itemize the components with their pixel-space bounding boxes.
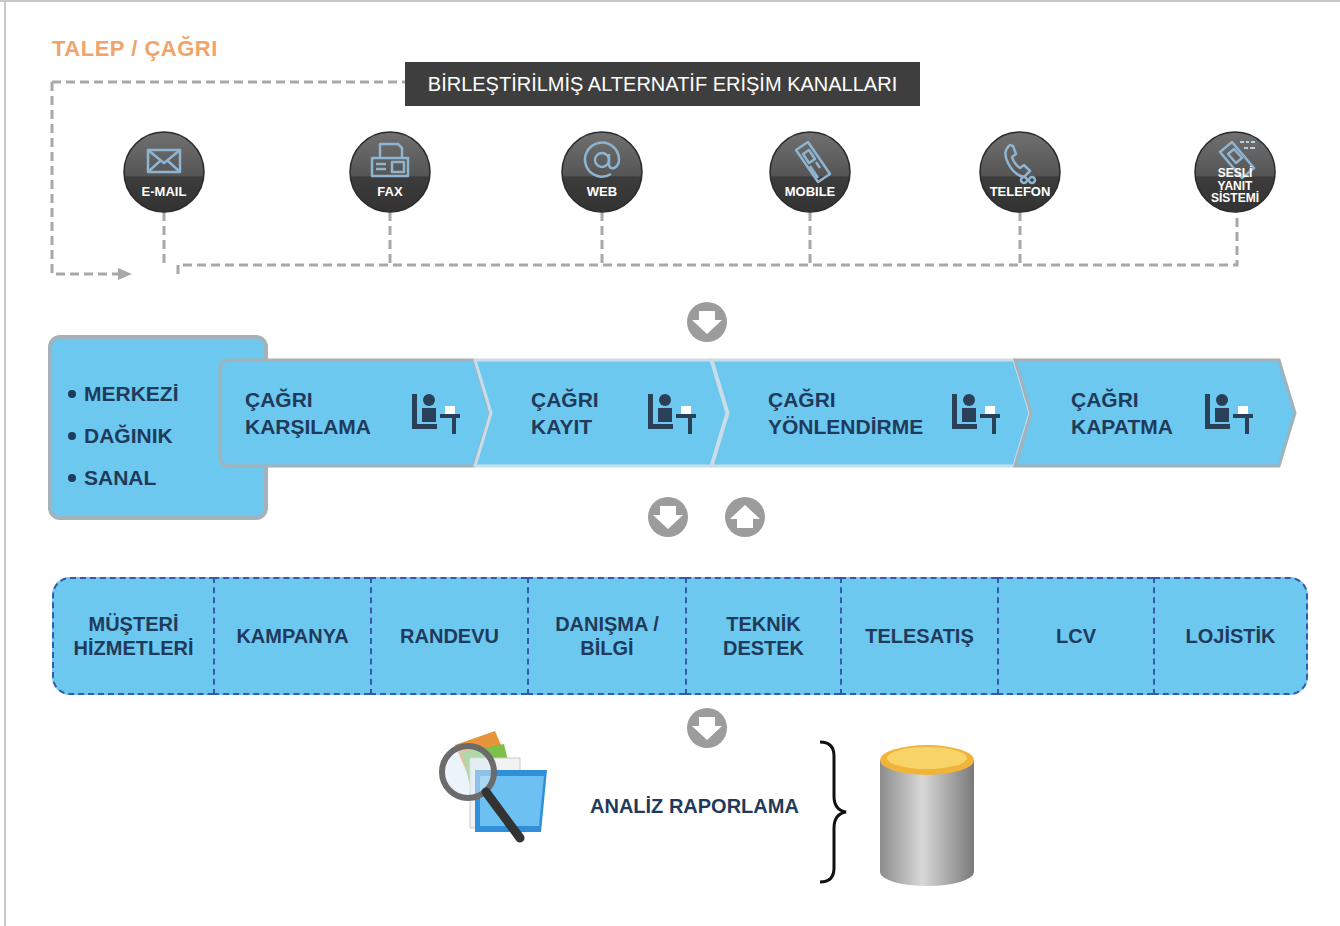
channel-circle: WEB: [561, 131, 643, 213]
bracket: [820, 742, 846, 882]
mobile-icon: [796, 142, 830, 182]
agent-icons: [412, 394, 1253, 434]
node-text: DANIŞMA / BİLGİ: [537, 612, 677, 660]
chevron-shape: [220, 360, 490, 466]
circle-shape: [979, 131, 1061, 213]
channel-circle: SESLİ YANIT SİSTEMİ: [1194, 131, 1276, 213]
process-chevron: ÇAĞRI KAPATMA: [1015, 360, 1295, 466]
email-icon: [148, 150, 180, 172]
node-text: TELESATIŞ: [865, 624, 974, 648]
node-text: FAX: [377, 185, 402, 199]
node-text: ÇAĞRI YÖNLENDİRME: [768, 386, 923, 441]
voice-response-icon: [1220, 142, 1255, 178]
channel-circle: E-MAIL: [123, 131, 205, 213]
flow-arrow: [648, 497, 688, 537]
service-cell: TELESATIŞ: [840, 577, 997, 695]
bullet-dot: [68, 474, 76, 482]
chevron-shape: [712, 360, 1030, 466]
folder-icon: [442, 731, 547, 838]
process-chevron: ÇAĞRI KAYIT: [475, 360, 727, 466]
service-cell: KAMPANYA: [213, 577, 370, 695]
node-text: RANDEVU: [400, 624, 499, 648]
node-text: KAMPANYA: [236, 624, 348, 648]
frame-line: [4, 0, 6, 926]
channel-circle: TELEFON: [979, 131, 1061, 213]
channel-banner: BİRLEŞTİRİLMİŞ ALTERNATİF ERİŞİM KANALLA…: [405, 62, 920, 106]
node-text: ÇAĞRI KARŞILAMA: [245, 386, 371, 441]
node-text: BİRLEŞTİRİLMİŞ ALTERNATİF ERİŞİM KANALLA…: [428, 73, 897, 96]
service-cell: DANIŞMA / BİLGİ: [527, 577, 685, 695]
node-text: MERKEZİ: [84, 382, 179, 406]
bullet-dot: [68, 432, 76, 440]
channel-circle: MOBILE: [769, 131, 851, 213]
node-text: MÜŞTERİ HİZMETLERİ: [62, 612, 205, 660]
service-cell: TEKNİK DESTEK: [685, 577, 840, 695]
service-cell: LOJİSTİK: [1153, 577, 1308, 695]
node-text: DAĞINIK: [84, 424, 173, 448]
node-text: TEKNİK DESTEK: [695, 612, 832, 660]
chevron-shape: [1015, 360, 1295, 466]
channel-circle: FAX: [349, 131, 431, 213]
circle-shape: [123, 131, 205, 213]
circle-shape: [349, 131, 431, 213]
node-text: LCV: [1056, 624, 1096, 648]
flow-arrow: [687, 708, 727, 748]
node-text: E-MAIL: [142, 185, 187, 199]
fax-icon: [372, 144, 408, 176]
diagram-title: TALEP / ÇAĞRI: [52, 36, 218, 62]
node-text: SESLİ YANIT SİSTEMİ: [1199, 167, 1271, 205]
circle-shape: [769, 131, 851, 213]
node-text: ÇAĞRI KAPATMA: [1071, 386, 1173, 441]
service-cell: RANDEVU: [370, 577, 527, 695]
node-text: LOJİSTİK: [1185, 624, 1275, 648]
service-cell: MÜŞTERİ HİZMETLERİ: [52, 577, 213, 695]
flow-arrow: [725, 497, 765, 537]
arrow-head: [118, 268, 132, 280]
node-text: WEB: [587, 185, 617, 199]
telephone-icon: [1005, 145, 1035, 183]
bullet-dot: [68, 390, 76, 398]
database-icon: [880, 745, 974, 886]
frame-line: [0, 0, 1340, 2]
section-label: ANALİZ RAPORLAMA: [590, 795, 799, 818]
circle-shape: [561, 131, 643, 213]
chevron-shape: [475, 360, 727, 466]
node-text: ÇAĞRI KAYIT: [531, 386, 599, 441]
flow-arrow: [687, 302, 727, 342]
node-text: TELEFON: [990, 185, 1051, 199]
process-chevron: ÇAĞRI KARŞILAMA: [220, 360, 490, 466]
node-text: MOBILE: [785, 185, 836, 199]
web-icon: [585, 143, 619, 177]
node-text: SANAL: [84, 466, 156, 490]
service-cell: LCV: [997, 577, 1153, 695]
channel-bus: [52, 82, 1237, 274]
process-chevron: ÇAĞRI YÖNLENDİRME: [712, 360, 1030, 466]
